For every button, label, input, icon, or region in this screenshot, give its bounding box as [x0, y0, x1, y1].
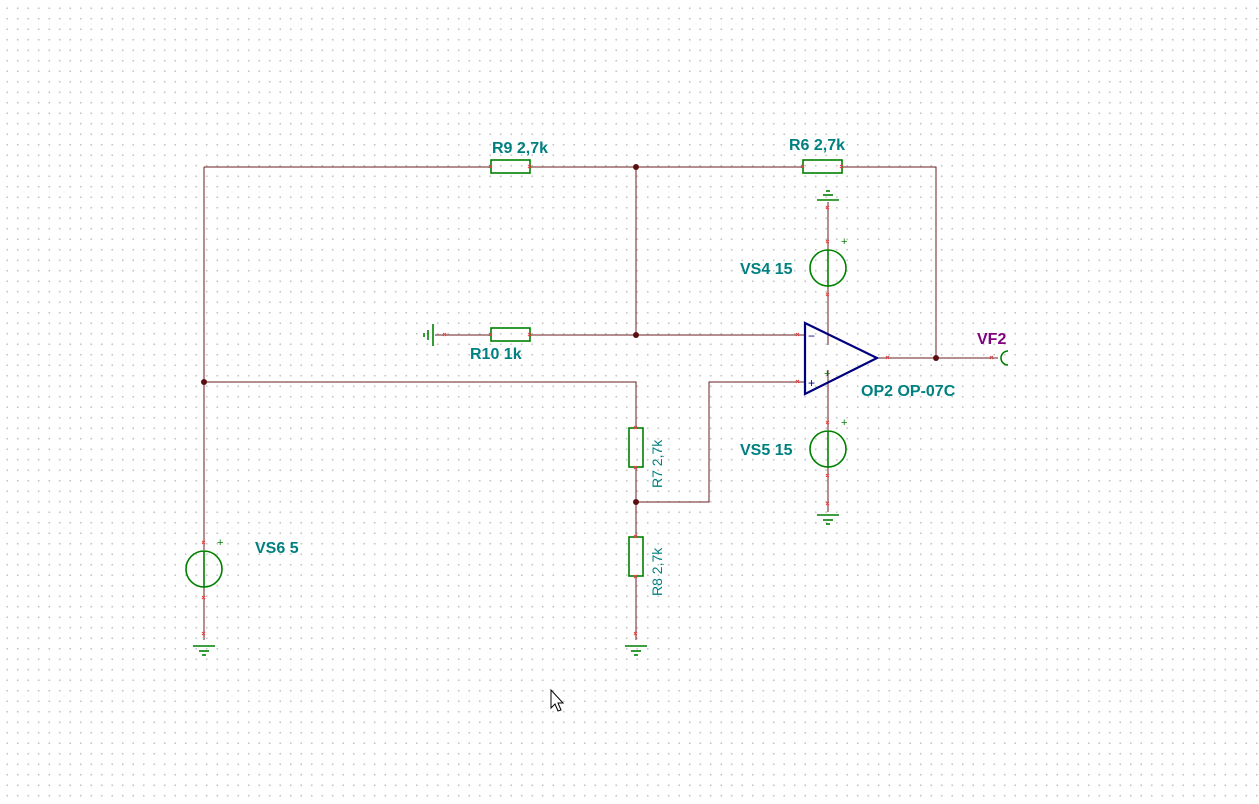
r8-label: R8 2,7k — [649, 547, 665, 596]
ground-r10 — [423, 324, 434, 346]
opamp-minus-sign: − — [808, 329, 815, 343]
resistor-r6[interactable]: R6 2,7k — [789, 137, 845, 174]
junction-left — [201, 379, 207, 385]
opamp-op2[interactable]: − + + OP2 OP-07C — [803, 321, 956, 400]
resistor-r9[interactable]: R9 2,7k — [490, 140, 548, 174]
ground-r8 — [625, 645, 647, 656]
pin-markers — [201, 164, 994, 636]
junction-middle — [633, 332, 639, 338]
junction-divider — [633, 499, 639, 505]
opamp-triangle — [803, 321, 880, 396]
voltage-source-vs6[interactable]: + VS6 5 — [185, 537, 299, 588]
junction-top — [633, 164, 639, 170]
resistor-r7[interactable]: R7 2,7k — [628, 427, 665, 488]
junctions — [201, 164, 939, 505]
vs6-plus-sign: + — [217, 537, 223, 549]
ground-vs5 — [817, 514, 839, 525]
opamp-supply-plus-sign: + — [824, 368, 830, 380]
wire-left-to-r7 — [204, 381, 637, 428]
voltage-source-vs4[interactable]: + VS4 15 — [740, 236, 847, 287]
vf2-label: VF2 — [977, 331, 1006, 348]
vs5-label: VS5 15 — [740, 442, 793, 459]
opamp-plus-sign: + — [808, 376, 815, 390]
r9-label: R9 2,7k — [492, 140, 548, 157]
r6-label: R6 2,7k — [789, 137, 845, 154]
junction-output — [933, 355, 939, 361]
vs5-plus-sign: + — [841, 417, 847, 429]
voltage-source-vs5[interactable]: + VS5 15 — [740, 417, 847, 468]
wire-divider-to-plus — [636, 381, 805, 503]
op2-label: OP2 OP-07C — [861, 383, 956, 400]
wires — [203, 166, 998, 640]
vs4-label: VS4 15 — [740, 261, 793, 278]
r7-label: R7 2,7k — [649, 439, 665, 488]
mouse-pointer-icon — [550, 688, 565, 712]
vs6-label: VS6 5 — [255, 540, 299, 557]
ground-left — [193, 645, 215, 656]
r10-label: R10 1k — [470, 346, 522, 363]
output-terminal-vf2[interactable]: VF2 — [977, 331, 1009, 366]
vs4-plus-sign: + — [841, 236, 847, 248]
resistor-r8[interactable]: R8 2,7k — [628, 536, 665, 596]
ground-vs4 — [817, 190, 839, 201]
terminal-connector-icon — [1000, 350, 1009, 366]
resistor-r10[interactable]: R10 1k — [470, 327, 531, 363]
wire-r6-to-right — [842, 166, 937, 358]
